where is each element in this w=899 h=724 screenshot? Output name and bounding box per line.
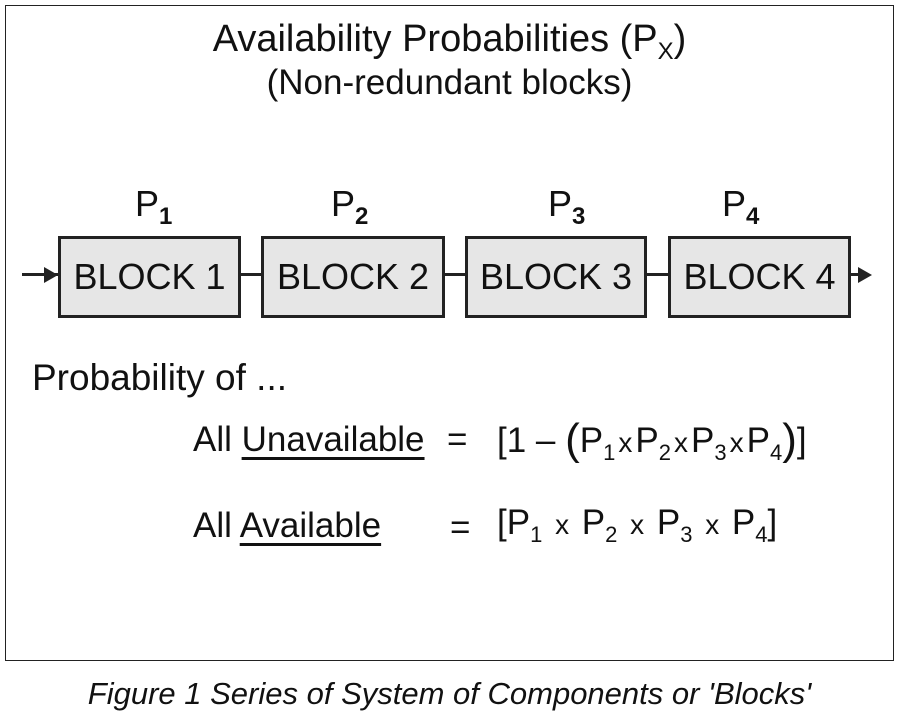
output-line — [850, 273, 860, 276]
block-4: BLOCK 4 — [668, 236, 851, 318]
block-2: BLOCK 2 — [261, 236, 445, 318]
unavailable-equals: = — [447, 420, 468, 459]
probability-label-4: P4 — [722, 183, 760, 230]
available-equals: = — [450, 508, 471, 547]
connector-2-3 — [444, 273, 466, 276]
connector-3-4 — [646, 273, 668, 276]
probability-label-1: P1 — [135, 183, 173, 230]
input-line — [22, 273, 58, 276]
available-formula: [P1 x P2 x P3 x P4] — [497, 503, 778, 547]
diagram-subtitle: (Non-redundant blocks) — [266, 63, 633, 102]
diagram-frame — [5, 5, 894, 661]
input-arrow-icon — [44, 267, 58, 283]
probability-heading: Probability of ... — [32, 357, 288, 398]
diagram-title: Availability Probabilities (PX) — [212, 18, 687, 65]
figure-caption: Figure 1 Series of System of Components … — [87, 676, 812, 711]
probability-label-3: P3 — [548, 183, 586, 230]
output-arrow-icon — [858, 267, 872, 283]
available-label: All Available — [193, 506, 382, 545]
block-3: BLOCK 3 — [465, 236, 647, 318]
unavailable-label: All Unavailable — [193, 420, 425, 459]
block-1: BLOCK 1 — [58, 236, 241, 318]
connector-1-2 — [240, 273, 262, 276]
probability-label-2: P2 — [331, 183, 369, 230]
